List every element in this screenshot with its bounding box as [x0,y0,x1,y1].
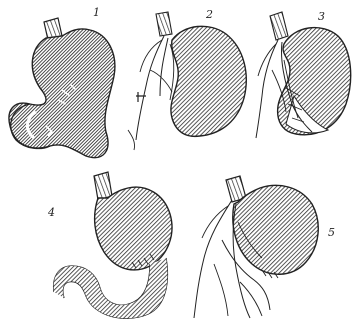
panel-label-5: 5 [328,226,335,239]
panel-4-billroth-reconstruction [54,172,172,318]
panel-label-4: 4 [47,206,55,219]
panel-1-stomach [9,18,115,158]
panel-label-1: 1 [93,6,100,19]
panel-label-2: 2 [205,8,213,21]
panel-5-anastomosis [194,176,318,318]
panel-label-3: 3 [318,10,325,23]
panel-2-stomach-resected [128,12,246,150]
panel-3-stomach-resected [256,12,351,138]
